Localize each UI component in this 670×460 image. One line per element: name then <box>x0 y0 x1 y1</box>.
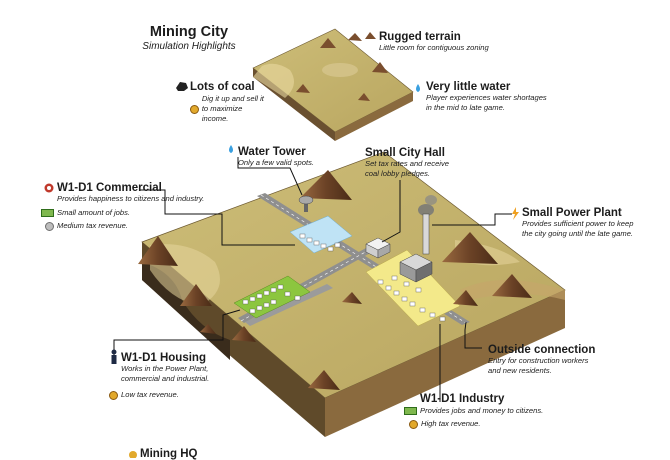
label-water-tower: Water Tower Only a few valid spots. <box>238 146 328 168</box>
label-power-desc: Provides sufficient power to keep the ci… <box>522 219 634 238</box>
label-water-desc: Player experiences water shortages in th… <box>426 93 547 112</box>
power-bolt-icon <box>512 207 519 220</box>
hq-icon <box>129 451 137 458</box>
label-coal-desc: Dig it up and sell it to maximize income… <box>201 94 264 123</box>
label-housing-title: W1-D1 Housing <box>121 352 206 364</box>
coin-icon <box>409 419 418 429</box>
label-power-title: Small Power Plant <box>522 207 622 219</box>
cash-icon <box>404 407 417 415</box>
label-industry-jobs: Provides jobs and money to citizens. <box>404 405 543 416</box>
zone-buildings <box>242 233 446 322</box>
label-terrain: Rugged terrain Little room for contiguou… <box>379 31 509 53</box>
leader-lines <box>113 157 512 402</box>
overview-terrain-block <box>252 28 414 141</box>
coal-icon <box>176 82 188 91</box>
label-housing-desc: Works in the Power Plant, commercial and… <box>121 364 210 383</box>
label-commercial: W1-D1 Commercial Provides happiness to c… <box>57 182 207 204</box>
label-industry-sub1: High tax revenue. <box>421 419 481 428</box>
water-tower <box>298 195 314 212</box>
label-commercial-title: W1-D1 Commercial <box>57 182 162 194</box>
label-commercial-desc: Provides happiness to citizens and indus… <box>57 194 205 203</box>
label-industry-tax: High tax revenue. <box>409 418 481 429</box>
commercial-icon <box>44 183 54 193</box>
label-industry-title: W1-D1 Industry <box>420 393 505 405</box>
label-commercial-sub1: Small amount of jobs. <box>57 208 131 217</box>
page-subtitle: Simulation Highlights <box>142 41 236 52</box>
title-block: Mining City Simulation Highlights <box>134 24 244 52</box>
label-power-plant: Small Power Plant Provides sufficient po… <box>522 207 642 239</box>
label-industry: W1-D1 Industry <box>420 393 570 405</box>
label-mining-hq: Mining HQ <box>140 448 198 460</box>
label-tower-title: Water Tower <box>238 146 306 158</box>
label-housing-sub1: Low tax revenue. <box>121 390 179 399</box>
label-hall-desc: Set tax rates and receive coal lobby ple… <box>365 159 449 178</box>
page-title: Mining City <box>149 24 229 40</box>
housing-person-icon <box>111 349 117 364</box>
label-housing-tax: Low tax revenue. <box>109 389 179 400</box>
coin-grey-icon <box>45 221 54 231</box>
coin-icon <box>190 104 199 114</box>
label-hall-title: Small City Hall <box>365 147 445 159</box>
water-drop-icon <box>416 84 420 92</box>
label-outside-title: Outside connection <box>488 344 596 356</box>
label-commercial-tax: Medium tax revenue. <box>45 220 128 231</box>
label-outside: Outside connection Entry for constructio… <box>488 344 598 376</box>
label-industry-desc: Provides jobs and money to citizens. <box>420 406 544 415</box>
coin-icon <box>109 390 118 400</box>
label-terrain-desc: Little room for contiguous zoning <box>379 43 489 52</box>
label-water: Very little water Player experiences wat… <box>426 81 551 113</box>
label-hq-title: Mining HQ <box>140 448 198 460</box>
label-outside-desc: Entry for construction workers and new r… <box>488 356 589 375</box>
rock-hills <box>138 170 532 390</box>
label-water-title: Very little water <box>426 81 511 93</box>
tower-drop-icon <box>229 145 233 153</box>
rock-icon <box>365 32 376 39</box>
cash-icon <box>41 209 54 217</box>
label-coal-title: Lots of coal <box>190 81 255 93</box>
power-plant <box>399 195 437 283</box>
label-commercial-jobs: Small amount of jobs. <box>41 207 130 218</box>
label-coal: Lots of coal Dig it up and sell it to ma… <box>190 81 270 124</box>
label-tower-desc: Only a few valid spots. <box>238 158 314 167</box>
zones <box>233 215 461 327</box>
label-commercial-sub2: Medium tax revenue. <box>57 221 128 230</box>
label-city-hall: Small City Hall Set tax rates and receiv… <box>365 147 460 179</box>
label-terrain-title: Rugged terrain <box>379 31 461 43</box>
label-housing: W1-D1 Housing Works in the Power Plant, … <box>121 352 226 384</box>
